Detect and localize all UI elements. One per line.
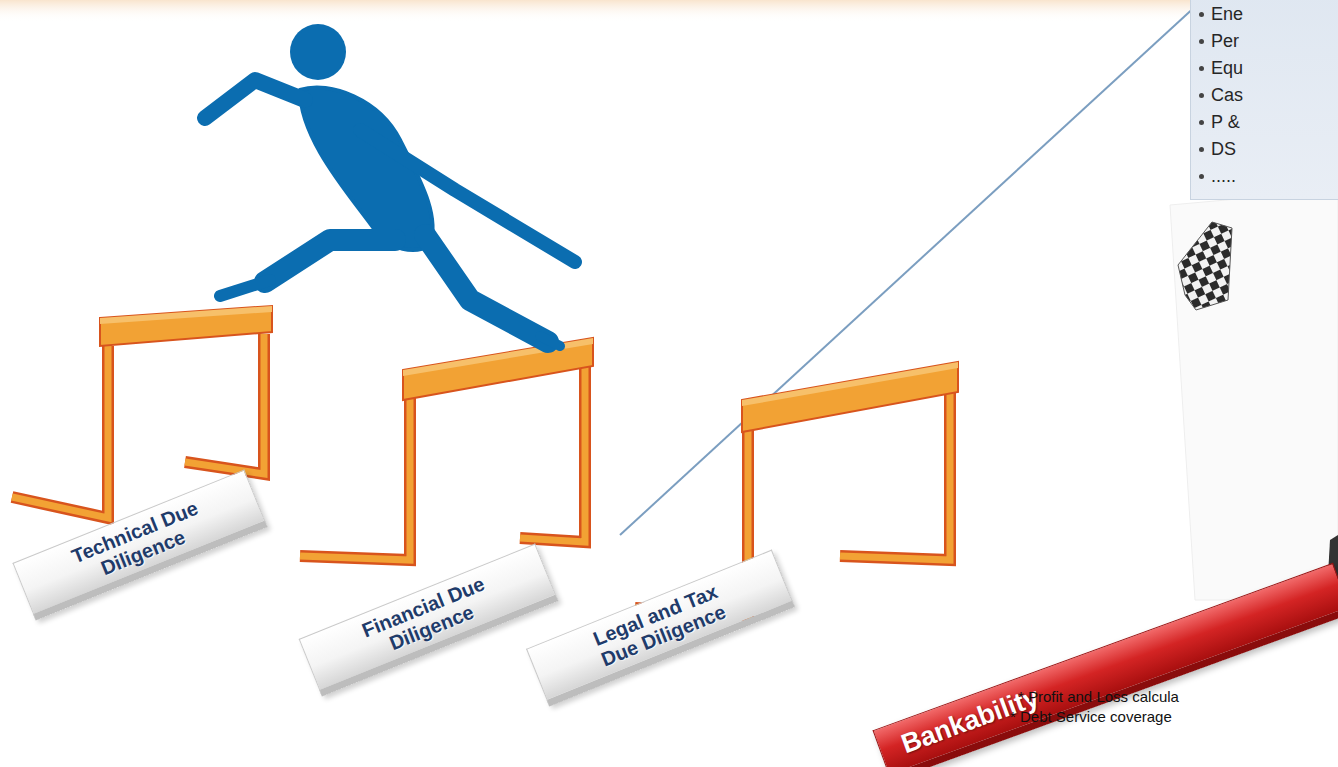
hurdle-bar-highlight <box>100 306 272 324</box>
node-text: ..... <box>1197 163 1338 190</box>
hurdle-leg <box>300 398 410 560</box>
node-text: DS <box>1197 136 1338 163</box>
bankability-bar: Bankability <box>873 563 1338 767</box>
node-text: Per <box>1197 28 1338 55</box>
hurdle-bar <box>742 362 958 432</box>
node-text: P & <box>1197 109 1338 136</box>
node-text: Ene <box>1197 1 1338 28</box>
footnote: * Debt Service coverage <box>1010 708 1172 726</box>
hurdle-leg <box>520 366 585 542</box>
node-text: Cas <box>1197 82 1338 109</box>
hurdler-leg <box>265 240 395 282</box>
hurdle <box>635 362 958 615</box>
hurdle-leg <box>185 334 264 474</box>
hurdle-leg <box>12 346 108 518</box>
node-text: Equ <box>1197 55 1338 82</box>
hurdle-bar <box>100 306 272 346</box>
hurdle-leg <box>840 392 950 560</box>
hurdler-head <box>290 24 346 80</box>
footnote: * Profit and Loss calcula <box>1018 688 1179 706</box>
due-diligence-plate: Technical Due Diligence <box>12 469 267 620</box>
hurdle <box>300 338 593 560</box>
hurdler-arm <box>205 80 305 118</box>
node-text: Technical Due Diligence <box>60 493 217 591</box>
hurdler-foot <box>220 280 270 296</box>
due-diligence-plate: Financial Due Diligence <box>298 543 558 696</box>
hurdler-foot <box>540 336 560 346</box>
hurdle-bar-highlight <box>742 362 958 406</box>
node-text: Legal and Tax Due Diligence <box>576 575 741 676</box>
top-glow <box>0 0 1338 22</box>
hurdle-bar-highlight <box>403 338 593 376</box>
hurdler-leg <box>425 235 548 342</box>
hurdle-leg-outline <box>12 346 108 518</box>
hurdle-leg-outline <box>185 334 264 474</box>
hurdle-leg-outline <box>840 392 950 560</box>
hurdle-leg-outline <box>300 398 410 560</box>
hurdle-leg-outline <box>520 366 585 542</box>
bullet-list-box: EnePerEquCasP &DS..... <box>1190 0 1338 200</box>
hurdler-silhouette <box>205 24 575 346</box>
due-diligence-plate: Legal and Tax Due Diligence <box>526 550 795 707</box>
node-text: Financial Due Diligence <box>348 568 505 666</box>
background-panel <box>1170 190 1338 600</box>
checkered-flag <box>1178 222 1232 310</box>
leader-line <box>620 4 1198 535</box>
